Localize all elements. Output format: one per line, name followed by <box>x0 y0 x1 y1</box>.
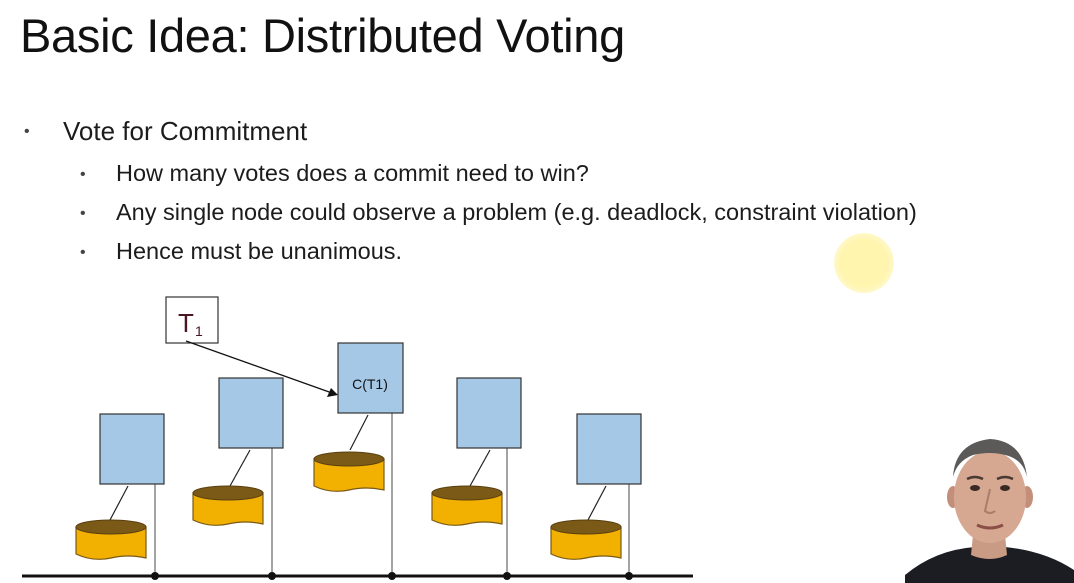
bus-junction <box>151 572 159 580</box>
bus-junction <box>503 572 511 580</box>
node-2 <box>192 377 284 580</box>
node-5 <box>550 413 642 580</box>
node-box <box>576 413 642 485</box>
database-disk-icon <box>431 485 503 526</box>
bullet-dot-icon: • <box>80 205 86 222</box>
database-disk-icon <box>75 519 147 560</box>
transaction-subscript: 1 <box>195 323 203 339</box>
node-4 <box>431 377 522 580</box>
node-3: C(T1) <box>313 342 404 580</box>
bus-junction <box>388 572 396 580</box>
database-disk-icon <box>550 519 622 560</box>
commit-arrow <box>185 340 338 397</box>
sub-bullet-text: Hence must be unanimous. <box>116 238 403 264</box>
slide-title: Basic Idea: Distributed Voting <box>20 9 625 62</box>
bullet-dot-icon: • <box>80 244 86 261</box>
transaction-t1: T 1 <box>165 296 219 344</box>
bullet-text: Vote for Commitment <box>63 116 308 146</box>
presenter-icon <box>905 439 1074 583</box>
bullet-dot-icon: • <box>24 123 30 140</box>
sub-bullet-text: Any single node could observe a problem … <box>116 199 917 225</box>
transaction-box <box>165 296 219 344</box>
node-box <box>456 377 522 449</box>
bullet-dot-icon: • <box>80 166 86 183</box>
commit-label: C(T1) <box>352 376 388 392</box>
arrowhead-icon <box>327 388 338 397</box>
presenter-video <box>905 425 1074 583</box>
node-box <box>337 342 404 414</box>
transaction-label: T <box>178 308 194 338</box>
bus-junction <box>625 572 633 580</box>
bus-junction <box>268 572 276 580</box>
network-diagram: C(T1) T 1 <box>22 296 693 580</box>
database-disk-icon <box>313 451 385 492</box>
database-disk-icon <box>192 485 264 526</box>
node-box <box>218 377 284 449</box>
node-box <box>99 413 165 485</box>
pointer-highlight <box>834 233 894 293</box>
sub-bullet-text: How many votes does a commit need to win… <box>116 160 589 186</box>
node-1 <box>75 413 165 580</box>
